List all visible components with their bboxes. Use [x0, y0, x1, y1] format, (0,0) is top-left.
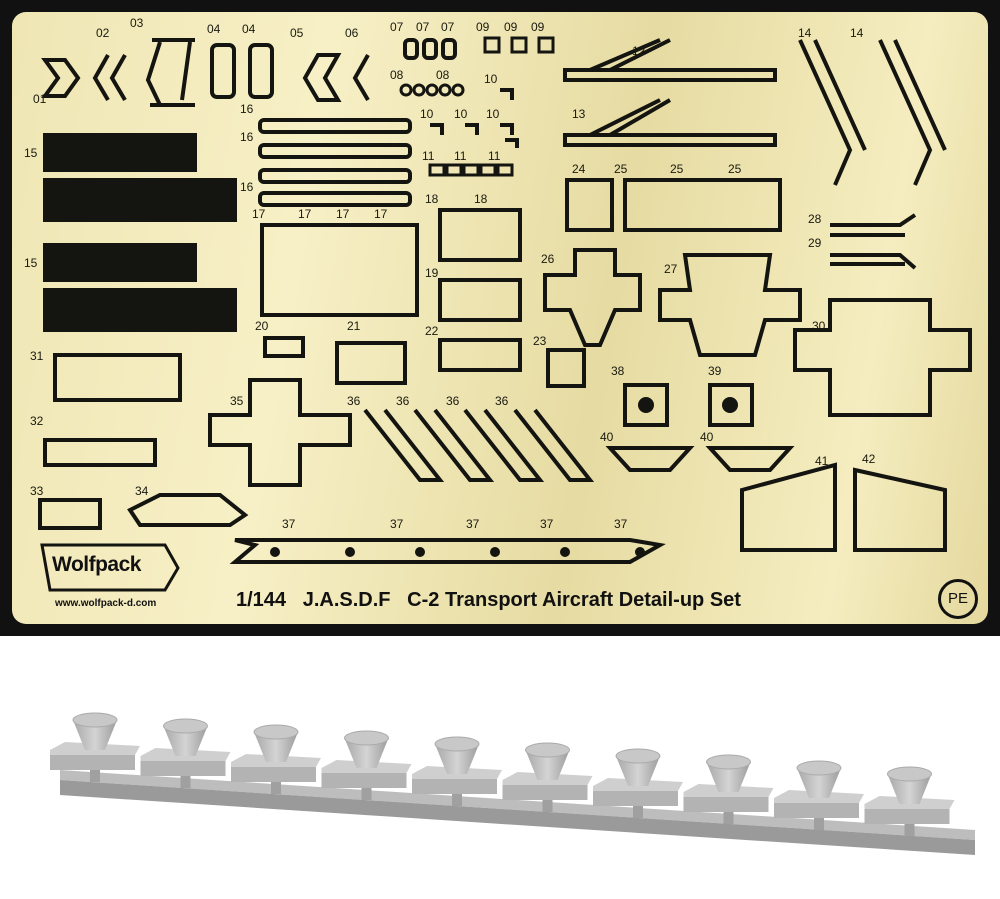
part-number: 16	[240, 102, 254, 116]
part-number: 36	[347, 394, 361, 408]
part-number: 13	[572, 107, 586, 121]
part-number: 37	[614, 517, 628, 531]
part-number: 15	[24, 146, 38, 160]
part-number: 38	[611, 364, 625, 378]
part-number: 09	[531, 20, 545, 34]
part-number: 08	[390, 68, 404, 82]
part-number: 25	[728, 162, 742, 176]
part-number: 36	[495, 394, 509, 408]
part-number: 09	[476, 20, 490, 34]
part-number: 10	[486, 107, 500, 121]
resin-cone-part	[593, 748, 683, 818]
part-number: 06	[345, 26, 359, 40]
part-number: 07	[390, 20, 404, 34]
part-number: 07	[441, 20, 455, 34]
brand-logo: Wolfpack	[52, 553, 141, 576]
part-number: 10	[420, 107, 434, 121]
pe-badge: PE	[938, 579, 978, 619]
resin-cone-part	[683, 754, 774, 824]
resin-cone-part	[231, 724, 321, 794]
resin-cone-part	[412, 736, 502, 806]
resin-cone-part	[774, 760, 864, 830]
part-number: 36	[446, 394, 460, 408]
part-number: 05	[290, 26, 304, 40]
part-number: 37	[540, 517, 554, 531]
part-number: 25	[670, 162, 684, 176]
part-number: 36	[396, 394, 410, 408]
part-number: 04	[242, 22, 256, 36]
part-number: 26	[541, 252, 555, 266]
part-number: 10	[454, 107, 468, 121]
part-number: 17	[374, 207, 388, 221]
part-number: 16	[240, 180, 254, 194]
part-number: 09	[504, 20, 518, 34]
part-number: 34	[135, 484, 149, 498]
part-number: 18	[425, 192, 439, 206]
part-number: 08	[436, 68, 450, 82]
part-number: 15	[24, 256, 38, 270]
part-number: 31	[30, 349, 44, 363]
resin-cone-part	[502, 742, 593, 812]
part-number: 32	[30, 414, 44, 428]
part-number: 07	[416, 20, 430, 34]
part-number: 39	[708, 364, 722, 378]
bracket-row-parts	[229, 538, 666, 564]
resin-cone-part	[321, 730, 412, 800]
product-title: 1/144 J.A.S.D.F C-2 Transport Aircraft D…	[236, 589, 741, 611]
panel-parts	[38, 178, 972, 552]
part-number: 17	[336, 207, 350, 221]
part-number: 28	[808, 212, 822, 226]
part-number: 11	[422, 149, 435, 163]
part-number: 29	[808, 236, 822, 250]
part-number: 14	[850, 26, 864, 40]
strip-parts	[258, 118, 586, 388]
part-number: 19	[425, 266, 439, 280]
part-number: 02	[96, 26, 110, 40]
resin-cone-part	[50, 712, 140, 782]
part-number: 35	[230, 394, 244, 408]
part-number: 37	[466, 517, 480, 531]
part-number: 10	[484, 72, 498, 86]
part-number: 40	[600, 430, 614, 444]
part-number: 03	[130, 16, 144, 30]
part-number: 33	[30, 484, 44, 498]
part-number: 23	[533, 334, 547, 348]
part-number: 30	[812, 319, 826, 333]
part-number: 42	[862, 452, 876, 466]
part-number: 16	[240, 130, 254, 144]
part-number: 17	[252, 207, 266, 221]
part-number: 01	[33, 92, 47, 106]
stair-parts	[363, 408, 595, 482]
part-number: 18	[474, 192, 488, 206]
resin-cone-part	[864, 766, 955, 836]
part-number: 21	[347, 319, 361, 333]
part-number: 20	[255, 319, 269, 333]
part-number: 22	[425, 324, 439, 338]
part-number: 37	[282, 517, 296, 531]
brand-url: www.wolfpack-d.com	[55, 598, 157, 609]
resin-cone-part	[140, 718, 231, 788]
part-number: 17	[298, 207, 312, 221]
part-number: 04	[207, 22, 221, 36]
part-number: 25	[614, 162, 628, 176]
etched-parts	[0, 0, 1000, 636]
part-number: 12	[632, 44, 646, 58]
resin-parts-render	[50, 712, 975, 855]
strut-parts	[563, 38, 947, 270]
ladder-parts	[43, 133, 237, 467]
part-number: 27	[664, 262, 678, 276]
part-number: 14	[798, 26, 812, 40]
part-number: 40	[700, 430, 714, 444]
part-number: 41	[815, 454, 829, 468]
part-number: 11	[454, 149, 467, 163]
logo-outline	[40, 543, 180, 592]
part-number: 37	[390, 517, 404, 531]
part-number: 11	[488, 149, 501, 163]
runner-bar	[60, 770, 975, 840]
small-chevron-parts	[41, 36, 555, 177]
part-number: 24	[572, 162, 586, 176]
